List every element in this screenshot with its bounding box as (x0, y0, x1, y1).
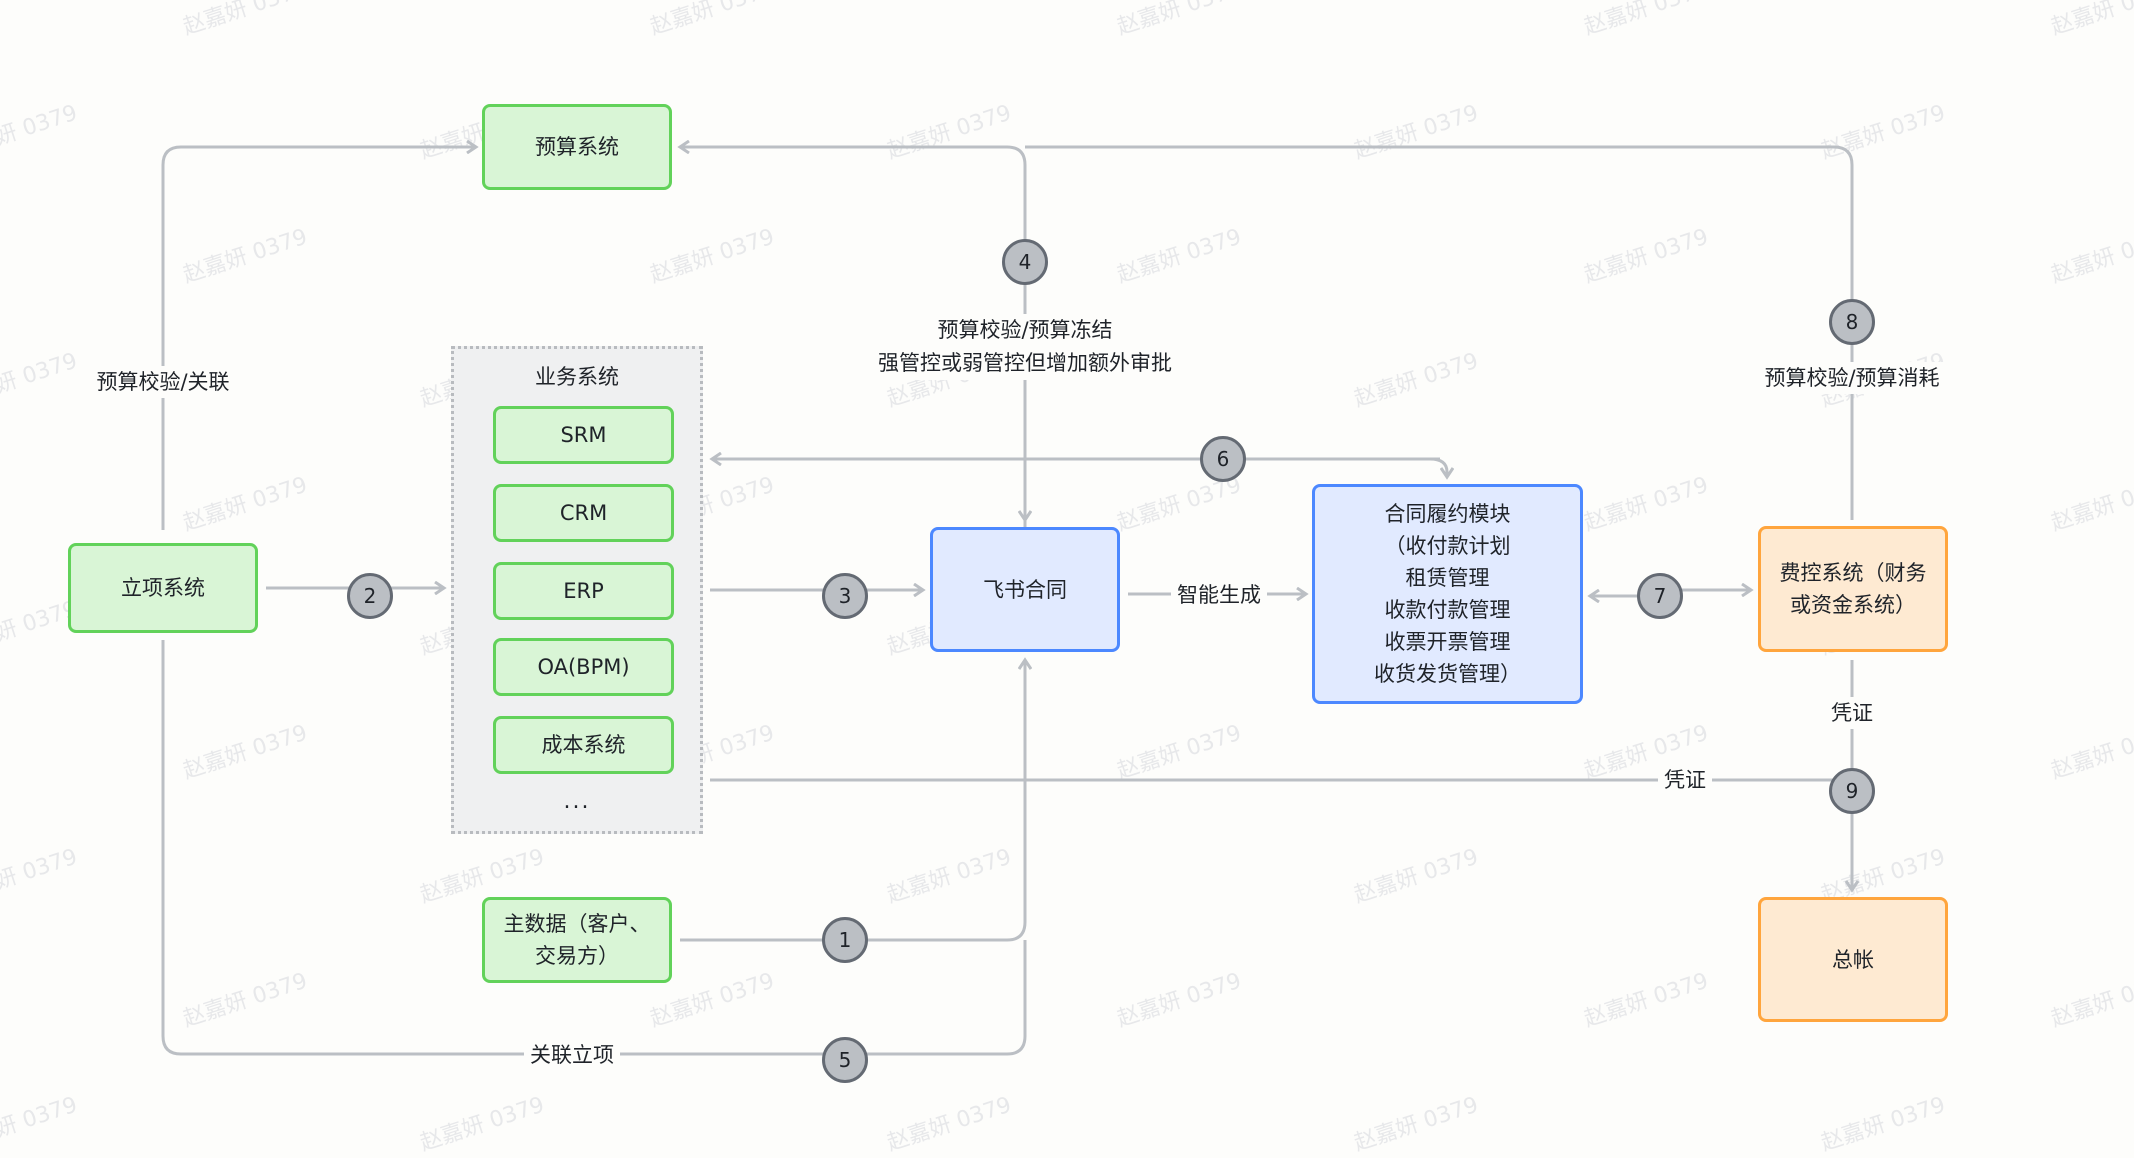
step-badge-1: 1 (822, 917, 868, 963)
label-smart-generate: 智能生成 (1171, 579, 1267, 611)
label-budget-consume: 预算校验/预算消耗 (1758, 362, 1946, 394)
oa-label: OA(BPM) (537, 655, 630, 679)
budget-system-node[interactable]: 预算系统 (482, 104, 672, 190)
business-system-cost[interactable]: 成本系统 (493, 716, 674, 774)
label-voucher-vertical: 凭证 (1825, 697, 1879, 729)
step-badge-6: 6 (1200, 436, 1246, 482)
business-systems-group[interactable]: 业务系统 SRM CRM ERP OA(BPM) 成本系统 ... (451, 346, 703, 834)
fulfillment-line: （收付款计划 (1384, 534, 1511, 558)
expense-control-line: 费控系统（财务 (1779, 561, 1927, 585)
general-ledger-node[interactable]: 总帐 (1758, 897, 1948, 1022)
fulfillment-line: 收货发货管理） (1374, 662, 1521, 686)
expense-control-line: 或资金系统） (1790, 593, 1916, 617)
edge-project-to-budget (161, 147, 476, 530)
master-data-node[interactable]: 主数据（客户、 交易方） (482, 897, 672, 983)
label-budget-freeze: 预算校验/预算冻结 强管控或弱管控但增加额外审批 (872, 314, 1178, 380)
edge-top-bus (680, 147, 1027, 527)
edge-budget-to-expense (1025, 145, 1854, 520)
business-system-crm[interactable]: CRM (493, 484, 674, 542)
master-data-line: 主数据（客户、 (503, 912, 651, 936)
master-data-line: 交易方） (535, 944, 619, 968)
cost-label: 成本系统 (541, 733, 626, 757)
budget-system-label: 预算系统 (535, 135, 619, 159)
label-voucher-horizontal: 凭证 (1658, 764, 1712, 796)
expense-control-node[interactable]: 费控系统（财务 或资金系统） (1758, 526, 1948, 652)
step-badge-9: 9 (1829, 768, 1875, 814)
step-badge-4: 4 (1002, 239, 1048, 285)
fulfillment-line: 收票开票管理 (1384, 630, 1511, 654)
fulfillment-line: 租赁管理 (1405, 566, 1490, 590)
business-more-ellipsis: ... (563, 789, 591, 814)
contract-fulfillment-node[interactable]: 合同履约模块 （收付款计划 租赁管理 收款付款管理 收票开票管理 收货发货管理） (1312, 484, 1583, 704)
business-system-oa[interactable]: OA(BPM) (493, 638, 674, 696)
label-budget-check-link: 预算校验/关联 (90, 366, 236, 398)
business-system-srm[interactable]: SRM (493, 406, 674, 464)
general-ledger-label: 总帐 (1832, 947, 1874, 972)
step-badge-7: 7 (1637, 573, 1683, 619)
business-system-erp[interactable]: ERP (493, 562, 674, 620)
step-badge-8: 8 (1829, 299, 1875, 345)
label-budget-freeze-line2: 强管控或弱管控但增加额外审批 (878, 351, 1172, 375)
project-system-node[interactable]: 立项系统 (68, 543, 258, 633)
step-badge-2: 2 (347, 573, 393, 619)
step-badge-3: 3 (822, 573, 868, 619)
erp-label: ERP (563, 579, 604, 603)
srm-label: SRM (560, 423, 607, 447)
feishu-contract-node[interactable]: 飞书合同 (930, 527, 1120, 652)
edge-master-to-feishu (680, 660, 1025, 942)
feishu-contract-label: 飞书合同 (983, 577, 1067, 602)
business-group-title: 业务系统 (535, 365, 619, 389)
fulfillment-line: 合同履约模块 (1384, 502, 1511, 526)
fulfillment-line: 收款付款管理 (1384, 598, 1511, 622)
label-budget-freeze-line1: 预算校验/预算冻结 (937, 318, 1113, 342)
label-link-project: 关联立项 (524, 1039, 620, 1071)
step-badge-5: 5 (822, 1037, 868, 1083)
edge-6-to-fulfillment (1223, 457, 1447, 477)
crm-label: CRM (559, 501, 608, 525)
project-system-label: 立项系统 (121, 576, 205, 600)
